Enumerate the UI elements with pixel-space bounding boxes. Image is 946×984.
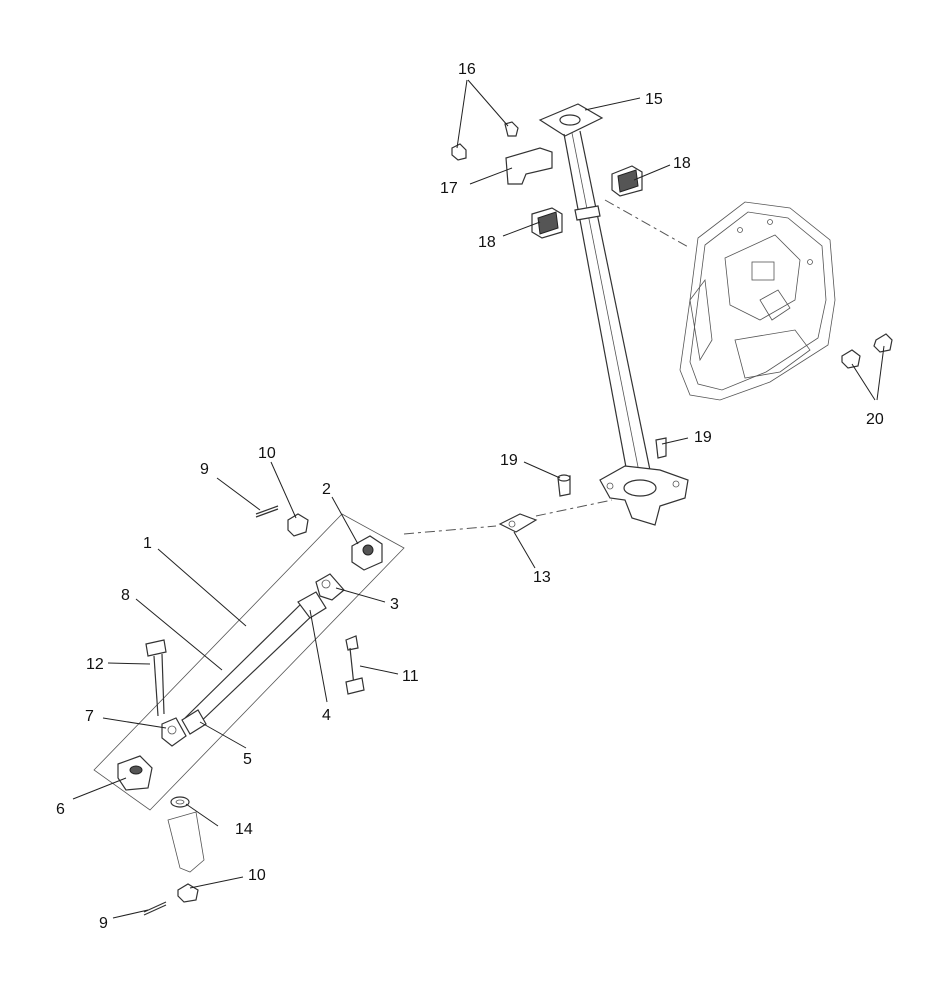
part-19-bolt-left (557, 474, 571, 497)
callout-1: 1 (143, 535, 152, 552)
part-18-bushing-upper (611, 165, 643, 197)
callout-labels: 1 2 3 4 5 6 7 8 9 9 10 10 11 12 13 14 15… (56, 61, 884, 932)
leader-lines (72, 79, 885, 919)
part-18-bushing-lower (531, 207, 563, 239)
steering-post (538, 103, 689, 526)
tie-rod-assembly-box (93, 513, 405, 811)
part-2-bearing (351, 535, 383, 571)
part-7-rod-end (161, 717, 187, 747)
callout-6: 6 (56, 801, 65, 818)
callout-3: 3 (390, 596, 399, 613)
callout-11: 11 (402, 668, 419, 685)
part-10-nut-lower (177, 883, 199, 903)
part-13-plate (498, 513, 538, 533)
callout-19-left: 19 (500, 452, 518, 469)
part-17-bracket (505, 147, 553, 185)
callout-16: 16 (458, 61, 476, 78)
part-11-bolt (345, 635, 365, 695)
part-10-nut-upper (287, 513, 309, 537)
callout-12: 12 (86, 656, 104, 673)
callout-18-upper: 18 (673, 155, 691, 172)
callout-7: 7 (85, 708, 94, 725)
callout-17: 17 (440, 180, 458, 197)
callout-10-upper: 10 (258, 445, 276, 462)
callout-14: 14 (235, 821, 253, 838)
callout-10-lower: 10 (248, 867, 266, 884)
part-12-bolt (145, 639, 167, 717)
part-14-washer (170, 796, 190, 808)
spindle-outline (167, 811, 205, 873)
callout-13: 13 (533, 569, 551, 586)
part-19-bolt-right (655, 437, 667, 459)
part-20-nuts (841, 333, 893, 369)
part-3-rod-end (315, 573, 345, 601)
callout-20: 20 (866, 411, 884, 428)
callout-9-upper: 9 (200, 461, 209, 478)
callout-8: 8 (121, 587, 130, 604)
callout-18-lower: 18 (478, 234, 496, 251)
callout-2: 2 (322, 481, 331, 498)
callout-9-lower: 9 (99, 915, 108, 932)
part-9-cotter-pin-upper (255, 505, 279, 518)
part-6-bearing (117, 755, 153, 791)
callout-5: 5 (243, 751, 252, 768)
center-lines (403, 199, 691, 535)
part-16-bolts (451, 121, 519, 161)
callout-15: 15 (645, 91, 663, 108)
callout-4: 4 (322, 707, 331, 724)
part-9-cotter-pin-lower (143, 901, 167, 916)
callout-19-right: 19 (694, 429, 712, 446)
tie-rod (181, 591, 327, 735)
frame-bulkhead (679, 201, 836, 401)
